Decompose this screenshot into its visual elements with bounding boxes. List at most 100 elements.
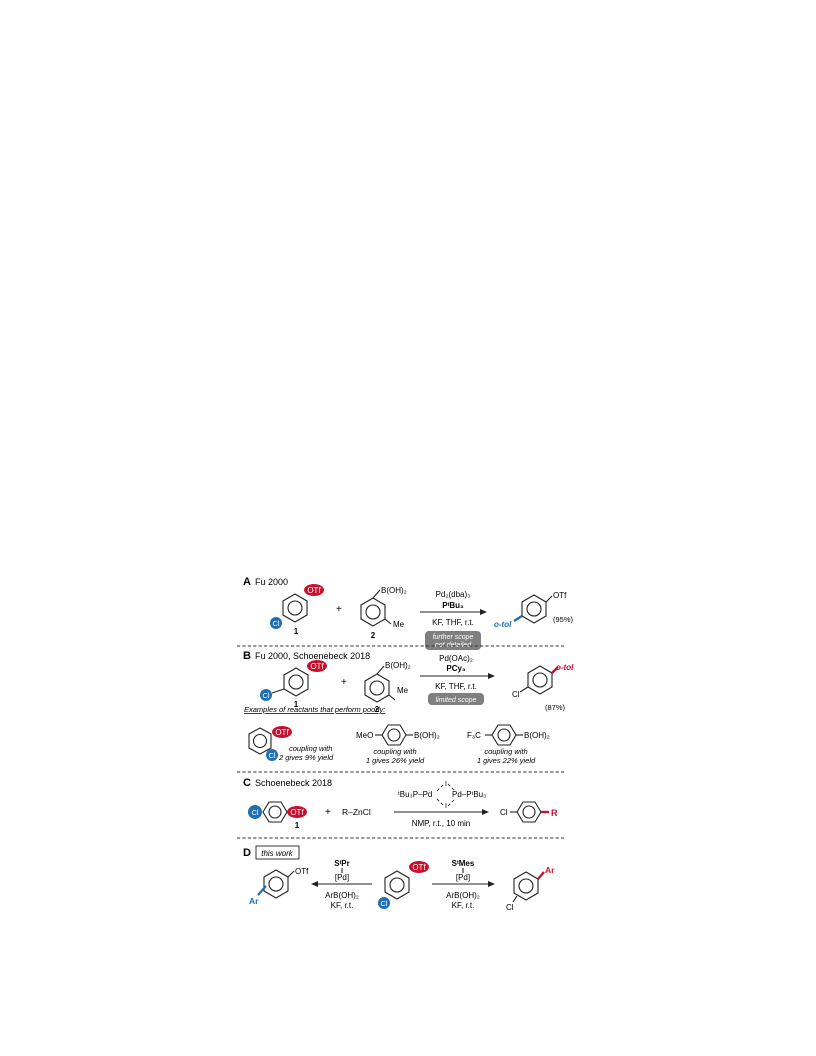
svg-text:+: +	[325, 807, 331, 818]
svg-text:OTf: OTf	[290, 808, 304, 817]
panel-b-product: o-tol Cl (87%)	[512, 663, 574, 712]
panel-c-product: Cl R	[500, 801, 558, 823]
svg-text:Pd–PᵗBu₃: Pd–PᵗBu₃	[452, 790, 486, 799]
panel-d-right-product: Ar Cl	[506, 865, 555, 912]
panel-c-compound-1: Cl OTf 1	[248, 801, 307, 830]
svg-text:OTf: OTf	[412, 863, 426, 872]
svg-text:Me: Me	[393, 620, 405, 629]
cl-highlight-blue	[270, 617, 282, 629]
svg-text:ArB(OH)₂: ArB(OH)₂	[446, 891, 480, 900]
svg-text:(95%): (95%)	[553, 615, 574, 624]
svg-text:1: 1	[295, 821, 300, 830]
svg-text:KF, r.t.: KF, r.t.	[452, 901, 475, 910]
panel-b-compound-2: B(OH)₂ Me 2	[364, 661, 411, 714]
svg-text:1 gives 26% yield: 1 gives 26% yield	[366, 756, 425, 765]
svg-text:Cl: Cl	[380, 899, 387, 908]
panel-a-product: OTf o-tol (95%)	[494, 591, 574, 629]
svg-text:KF, THF, r.t.: KF, THF, r.t.	[435, 682, 477, 691]
svg-text:o-tol: o-tol	[494, 620, 512, 629]
svg-text:further scope: further scope	[433, 634, 474, 641]
svg-text:R: R	[551, 808, 558, 818]
svg-text:OTf: OTf	[295, 867, 309, 876]
svg-text:limited scope: limited scope	[436, 697, 477, 704]
panel-c: C Schoenebeck 2018 Cl OTf 1 + R–ZnCl ᵗBu…	[243, 777, 558, 830]
svg-text:F₃C: F₃C	[467, 731, 481, 740]
svg-text:OTf: OTf	[553, 591, 567, 600]
svg-text:B: B	[243, 650, 251, 662]
svg-text:o-tol: o-tol	[556, 663, 574, 672]
panel-b-example-3: F₃C B(OH)₂ coupling with 1 gives 22% yie…	[467, 724, 550, 765]
svg-text:Ar: Ar	[249, 896, 259, 906]
svg-text:Pd(OAc)₂: Pd(OAc)₂	[439, 654, 473, 663]
panel-b-example-2: MeO B(OH)₂ coupling with 1 gives 26% yie…	[356, 724, 440, 765]
svg-text:Schoenebeck 2018: Schoenebeck 2018	[255, 778, 332, 788]
svg-text:Cl: Cl	[512, 690, 520, 699]
svg-text:2: 2	[371, 631, 376, 640]
svg-text:Cl: Cl	[506, 903, 514, 912]
svg-text:+: +	[336, 604, 342, 615]
svg-text:KF, THF, r.t.: KF, THF, r.t.	[432, 618, 474, 627]
svg-text:Cl: Cl	[251, 808, 258, 817]
svg-text:ArB(OH)₂: ArB(OH)₂	[325, 891, 359, 900]
svg-text:Cl: Cl	[500, 808, 508, 817]
svg-text:KF, r.t.: KF, r.t.	[331, 901, 354, 910]
svg-text:B(OH)₂: B(OH)₂	[524, 731, 550, 740]
panel-a-letter: A	[243, 576, 251, 588]
svg-text:PCy₃: PCy₃	[446, 664, 466, 673]
svg-text:I: I	[445, 781, 447, 788]
svg-text:Cl: Cl	[262, 691, 269, 700]
svg-text:NMP, r.t., 10 min: NMP, r.t., 10 min	[412, 819, 471, 828]
panel-b: B Fu 2000, Schoenebeck 2018 OTf Cl 1 + B…	[243, 650, 574, 765]
svg-text:2: 2	[375, 705, 380, 714]
svg-text:Cl: Cl	[268, 751, 275, 760]
svg-text:Pd₂(dba)₃: Pd₂(dba)₃	[436, 590, 471, 599]
svg-text:Examples of reactants that per: Examples of reactants that perform poorl…	[244, 705, 385, 714]
svg-text:B(OH)₂: B(OH)₂	[385, 661, 411, 670]
svg-text:coupling with: coupling with	[373, 747, 416, 756]
svg-text:(87%): (87%)	[545, 703, 566, 712]
svg-text:R–ZnCl: R–ZnCl	[342, 807, 371, 817]
svg-text:MeO: MeO	[356, 731, 373, 740]
panel-b-example-1: OTf Cl coupling with 2 gives 9% yield	[248, 726, 334, 762]
svg-text:coupling with: coupling with	[289, 744, 332, 753]
panel-a-scope-pill	[425, 631, 481, 650]
panel-a: A Fu 2000 OTf Cl 1 + B(OH)₂ Me 2 Pd₂(dba…	[243, 576, 574, 650]
svg-text:ᵗBu₃P–Pd: ᵗBu₃P–Pd	[398, 790, 432, 799]
new-bond-blue	[513, 614, 523, 623]
svg-text:OTf: OTf	[307, 586, 321, 595]
svg-text:OTf: OTf	[310, 662, 324, 671]
panel-a-compound-2: B(OH)₂ Me 2	[360, 586, 407, 640]
svg-text:B(OH)₂: B(OH)₂	[381, 586, 407, 595]
svg-text:D: D	[243, 847, 251, 859]
svg-text:[Pd]: [Pd]	[335, 873, 349, 882]
svg-text:C: C	[243, 777, 251, 789]
panel-a-title: Fu 2000	[255, 577, 288, 587]
svg-text:not detailed: not detailed	[435, 642, 472, 649]
svg-text:[Pd]: [Pd]	[456, 873, 470, 882]
panel-d-left-product: OTf Ar	[249, 867, 309, 906]
svg-text:SᵗMes: SᵗMes	[452, 859, 475, 868]
svg-text:OTf: OTf	[275, 728, 289, 737]
svg-text:Fu 2000, Schoenebeck 2018: Fu 2000, Schoenebeck 2018	[255, 651, 370, 661]
svg-text:B(OH)₂: B(OH)₂	[414, 731, 440, 740]
panel-b-scope-pill	[428, 693, 484, 705]
svg-text:PᵗBu₃: PᵗBu₃	[442, 601, 464, 610]
panel-d: D this work OTf Ar SᵗPr [Pd] ArB(OH)₂ KF…	[243, 845, 555, 912]
svg-text:1: 1	[294, 627, 299, 636]
this-work-box	[255, 845, 300, 860]
svg-text:2 gives 9% yield: 2 gives 9% yield	[278, 753, 334, 762]
panel-c-catalyst: ᵗBu₃P–Pd Pd–PᵗBu₃ I I	[398, 781, 486, 810]
panel-b-compound-1: OTf Cl 1	[260, 660, 327, 709]
otf-highlight-red	[304, 584, 324, 596]
svg-text:this work: this work	[261, 849, 294, 858]
svg-text:1 gives 22% yield: 1 gives 22% yield	[477, 756, 536, 765]
svg-text:Ar: Ar	[545, 865, 555, 875]
svg-text:SᵗPr: SᵗPr	[334, 859, 350, 868]
svg-text:+: +	[341, 677, 347, 688]
svg-text:1: 1	[294, 700, 299, 709]
svg-text:Me: Me	[397, 686, 409, 695]
svg-text:Cl: Cl	[272, 619, 279, 628]
panel-d-center-substrate: OTf Cl	[378, 861, 429, 909]
svg-text:I: I	[445, 803, 447, 810]
